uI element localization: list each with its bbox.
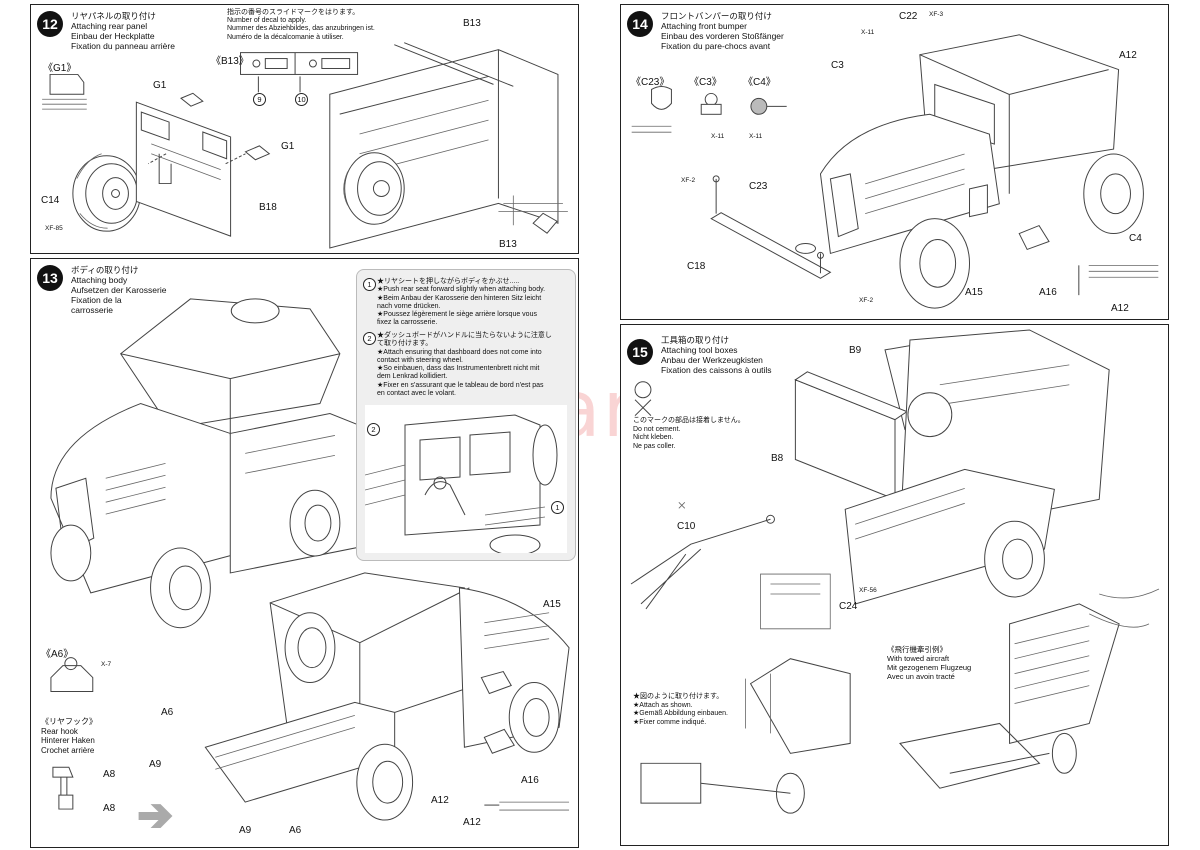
note-marker-2: 2: [363, 332, 376, 345]
step-13-note-2: ★ダッシュボードがハンドルに当たらないように注意し て取り付けます。 ★Atta…: [377, 332, 552, 398]
decal-9-marker: 9: [253, 93, 266, 106]
step-15-illustration: [630, 329, 1160, 814]
paint-x11-label: X-11: [861, 29, 875, 36]
step-12-panel: 12 リヤパネルの取り付け Attaching rear panel Einba…: [30, 4, 579, 254]
part-a9-label: A9: [239, 825, 252, 836]
step-14-title: フロントバンパーの取り付け Attaching front bumper Ein…: [661, 11, 784, 51]
part-c14-label: C14: [41, 195, 60, 206]
part-c22-label: C22: [899, 11, 918, 22]
step-13-panel: 13 ボディの取り付け Attaching body Aufsetzen der…: [30, 258, 579, 848]
c4-detail-label: 《C4》: [743, 77, 776, 88]
paint-x7-label: X-7: [101, 661, 112, 668]
part-c10-label: C10: [677, 521, 696, 532]
step-14-panel: 14 フロントバンパーの取り付け Attaching front bumper …: [620, 4, 1169, 320]
step-13-title: ボディの取り付け Attaching body Aufsetzen der Ka…: [71, 265, 167, 315]
towed-aircraft-note: 《飛行機牽引例》 With towed aircraft Mit gezogen…: [887, 645, 972, 681]
part-a9-label: A9: [149, 759, 162, 770]
part-a8-label: A8: [103, 769, 116, 780]
part-a16-label: A16: [521, 775, 539, 786]
part-a6-label: A6: [289, 825, 302, 836]
part-b18-label: B18: [259, 202, 277, 213]
step-15-title: 工具箱の取り付け Attaching tool boxes Anbau der …: [661, 335, 772, 375]
detail-marker-2: 2: [367, 423, 380, 436]
paint-xf2-label: XF-2: [681, 177, 696, 184]
part-g1-label: G1: [153, 80, 167, 91]
step-13-illustration: [50, 298, 570, 828]
detail-marker-1: 1: [551, 501, 564, 514]
part-a12-label: A12: [463, 817, 481, 828]
paint-x11-label: X-11: [711, 133, 725, 140]
part-a15-label: A15: [543, 599, 561, 610]
part-g1-label: G1: [281, 141, 295, 152]
a6-detail-label: 《A6》: [41, 649, 74, 660]
step-12-illustration: [42, 42, 568, 249]
part-a12-label: A12: [1119, 50, 1137, 61]
part-c18-label: C18: [687, 261, 706, 272]
step-15-number: 15: [627, 339, 653, 365]
part-a16-label: A16: [1039, 287, 1057, 298]
attach-as-shown-note: ★図のように取り付けます。 ★Attach as shown. ★Gemäß A…: [633, 693, 729, 726]
no-cement-note: このマークの部品は接着しません。 Do not cement. Nicht kl…: [633, 417, 745, 450]
part-c3-label: C3: [831, 60, 844, 71]
step-13-detail-illustration: 2 1: [365, 405, 567, 553]
paint-xf85-label: XF-85: [45, 225, 63, 232]
part-a6-label: A6: [161, 707, 174, 718]
note-marker-1: 1: [363, 278, 376, 291]
step-12-title: リヤパネルの取り付け Attaching rear panel Einbau d…: [71, 11, 175, 51]
g1-detail-label: 《G1》: [43, 63, 77, 74]
decal-10-marker: 10: [295, 93, 308, 106]
step-14-number: 14: [627, 11, 653, 37]
part-c24-label: C24: [839, 601, 858, 612]
paint-x11-label: X-11: [749, 133, 763, 140]
part-a12-label: A12: [1111, 303, 1129, 314]
c3-detail-label: 《C3》: [689, 77, 722, 88]
b13-detail-label: 《B13》: [211, 56, 249, 67]
step-13-note-1: ★リヤシートを押しながらボディをかぶせ..... ★Push rear seat…: [377, 278, 546, 327]
paint-xf3-label: XF-3: [929, 11, 944, 18]
step-15-panel: 15 工具箱の取り付け Attaching tool boxes Anbau d…: [620, 324, 1169, 846]
step-12-number: 12: [37, 11, 63, 37]
part-b13-label: B13: [499, 239, 517, 250]
part-a15-label: A15: [965, 287, 983, 298]
step-13-note-box: 1 ★リヤシートを押しながらボディをかぶせ..... ★Push rear se…: [356, 269, 576, 561]
part-c4-label: C4: [1129, 233, 1142, 244]
part-a8-label: A8: [103, 803, 116, 814]
part-b9-label: B9: [849, 345, 862, 356]
part-c23-label: C23: [749, 181, 768, 192]
step-13-number: 13: [37, 265, 63, 291]
rear-hook-label: 《リヤフック》 Rear hook Hinterer Haken Crochet…: [41, 717, 97, 755]
c23-detail-label: 《C23》: [631, 77, 670, 88]
part-b13-label: B13: [463, 18, 481, 29]
paint-xf2-label: XF-2: [859, 297, 874, 304]
step-12-decal-note: 指示の番号のスライドマークをはります。 Number of decal to a…: [227, 9, 375, 41]
step-14-illustration: [631, 34, 1159, 309]
part-b8-label: B8: [771, 453, 784, 464]
part-a12-label: A12: [431, 795, 449, 806]
paint-xf56-label: XF-56: [859, 587, 877, 594]
